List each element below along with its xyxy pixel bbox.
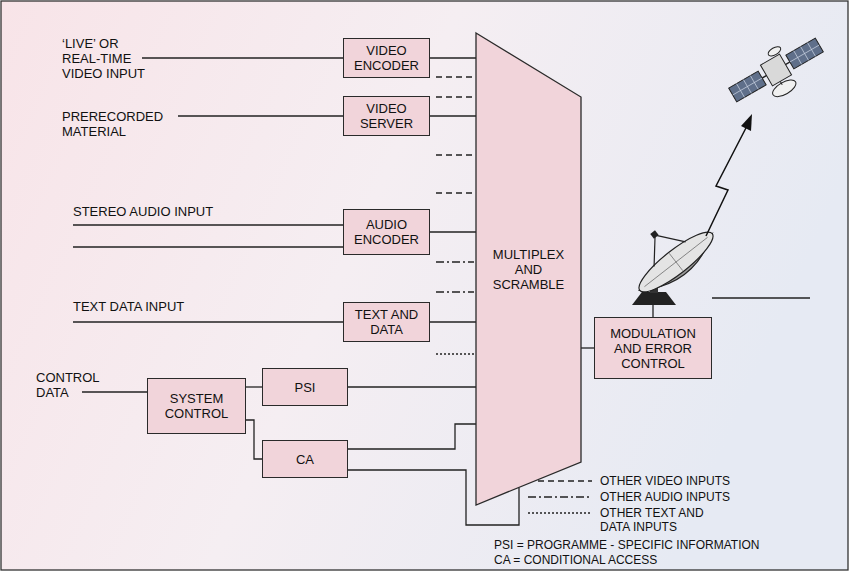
connector-line (348, 424, 476, 449)
input-line (178, 115, 343, 116)
video-stub (436, 76, 474, 77)
audio-stub (436, 261, 474, 262)
box-label: PSI (295, 380, 316, 395)
input-line (142, 57, 343, 58)
legend-text: OTHER TEXT AND DATA INPUTS (600, 506, 725, 534)
box-label: MULTIPLEX AND SCRAMBLE (484, 247, 574, 292)
input-label: PRERECORDED MATERIAL (62, 109, 172, 139)
input-label: STEREO AUDIO INPUT (73, 204, 213, 219)
box-label: VIDEO ENCODER (348, 43, 425, 73)
control-box: SYSTEM CONTROL (147, 378, 246, 434)
audio-stub (436, 291, 474, 292)
encoder-box: VIDEO ENCODER (343, 38, 430, 78)
connector-line (430, 321, 476, 322)
video-stub (436, 192, 474, 193)
satellite (722, 27, 832, 117)
legend-sample (528, 496, 592, 497)
input-label: CONTROL DATA (36, 370, 106, 400)
connector-line (581, 347, 594, 348)
dish-line (712, 297, 810, 298)
feed-line (652, 305, 653, 317)
connector-line (430, 231, 476, 232)
connector-line (348, 386, 476, 387)
uplink-arrow (706, 114, 752, 236)
input-line (73, 224, 343, 225)
input-lines (73, 58, 343, 392)
other-input-stubs (436, 77, 474, 354)
abbreviation-note: PSI = PROGRAMME - SPECIFIC INFORMATION (494, 538, 759, 552)
box-label: MODULATION AND ERROR CONTROL (599, 326, 707, 371)
dish-reflector (616, 204, 721, 302)
legend-sample (528, 480, 592, 481)
box-label: SYSTEM CONTROL (152, 391, 241, 421)
legend-text: OTHER VIDEO INPUTS (600, 474, 800, 488)
data-box: TEXT AND DATA (343, 302, 430, 342)
connector-line (246, 386, 262, 387)
encoder-box: AUDIO ENCODER (343, 209, 430, 255)
input-label: TEXT DATA INPUT (73, 299, 184, 314)
input-line (73, 321, 343, 322)
box-label: CA (296, 452, 314, 467)
video-stub (436, 154, 474, 155)
legend-text: OTHER AUDIO INPUTS (600, 490, 800, 504)
modulator-box: MODULATION AND ERROR CONTROL (594, 317, 712, 379)
trapezoid-shape (476, 33, 581, 505)
connector-line (430, 115, 476, 116)
legend-samples (528, 481, 592, 513)
input-label: ‘LIVE’ OR REAL-TIME VIDEO INPUT (62, 36, 152, 81)
connector-line (430, 57, 476, 58)
psi-box: PSI (262, 368, 348, 406)
ca-box: CA (262, 440, 348, 478)
data-stub (436, 353, 474, 354)
server-box: VIDEO SERVER (343, 96, 430, 136)
input-line (82, 391, 147, 392)
multiplexer-trapezoid: MULTIPLEX AND SCRAMBLE (476, 33, 581, 505)
connector-line (246, 420, 262, 459)
video-stub (436, 96, 474, 97)
abbreviation-note: CA = CONDITIONAL ACCESS (494, 553, 657, 567)
box-label: TEXT AND DATA (348, 307, 425, 337)
box-label: VIDEO SERVER (348, 101, 425, 131)
legend-sample (528, 512, 592, 513)
dish-base (632, 292, 676, 305)
input-line (73, 246, 343, 247)
box-label: AUDIO ENCODER (348, 217, 425, 247)
